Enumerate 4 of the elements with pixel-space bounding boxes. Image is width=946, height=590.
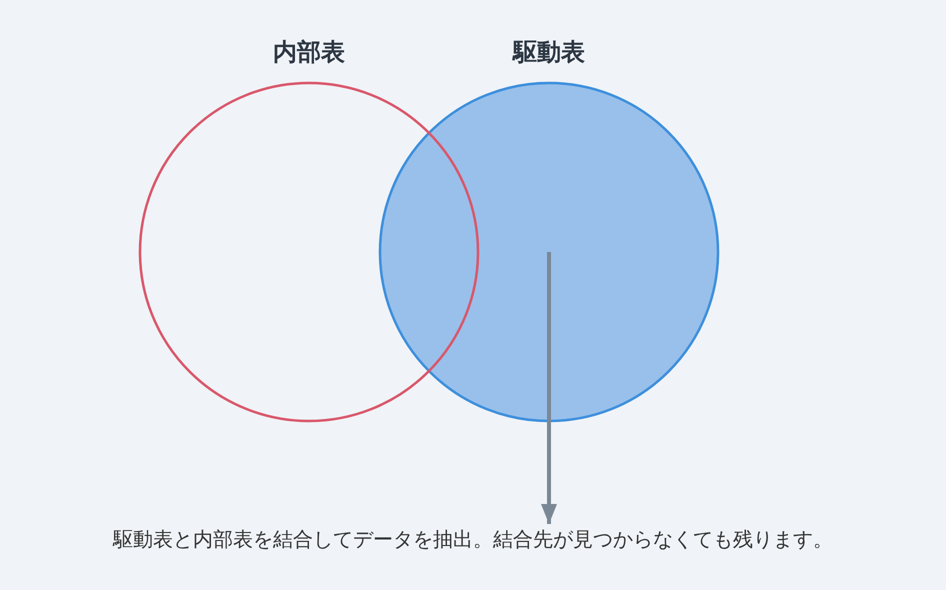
set-heading: 駆動表 — [513, 37, 585, 68]
description-text: 駆動表と内部表を結合してデータを抽出。結合先が見つからなくても残ります。 — [112, 526, 834, 553]
set-heading: 内部表 — [273, 37, 345, 68]
arrow — [541, 252, 557, 524]
